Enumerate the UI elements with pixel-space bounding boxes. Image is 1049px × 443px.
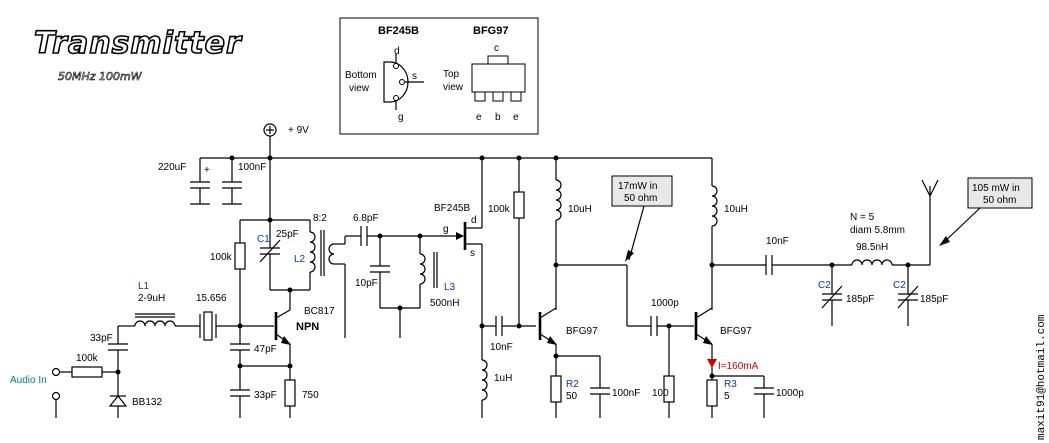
label-10uh-b: 10uH bbox=[724, 204, 748, 215]
capacitor-220uf: 220uF + bbox=[158, 158, 210, 205]
label-10uh-a: 10uH bbox=[568, 204, 592, 215]
label-bb132: BB132 bbox=[132, 397, 162, 408]
pinout-bfg97-c: c bbox=[494, 43, 499, 54]
label-transformer-ratio: 8:2 bbox=[313, 213, 327, 224]
varicap-bb132: BB132 bbox=[108, 395, 162, 418]
label-l3: L3 bbox=[444, 282, 456, 293]
label-c1: C1 bbox=[257, 234, 270, 245]
pinout-bfg97-e2: e bbox=[513, 112, 519, 123]
label-bc817: BC817 bbox=[304, 306, 335, 317]
label-100k-mid: 100k bbox=[488, 204, 511, 215]
pinout-top-view-1: Top bbox=[443, 69, 460, 80]
label-c2a: C2 bbox=[818, 280, 831, 291]
subtitle: 50MHz 100mW bbox=[58, 70, 143, 83]
pinout-bfg97-name: BFG97 bbox=[473, 25, 508, 37]
label-r3: R3 bbox=[724, 379, 737, 390]
label-fet-s: s bbox=[470, 248, 475, 259]
capacitor-100nf-supply: 100nF bbox=[222, 158, 266, 205]
supply-terminal: + 9V bbox=[263, 123, 309, 158]
label-47pf: 47pF bbox=[254, 344, 277, 355]
label-100nf-supply: 100nF bbox=[238, 162, 266, 173]
label-crystal: 15.656 bbox=[196, 293, 227, 304]
label-l1-value: 2-9uH bbox=[138, 293, 165, 304]
transistor-bc817: BC817 NPN bbox=[274, 306, 335, 345]
label-1000p-a: 1000p bbox=[651, 298, 679, 309]
callout-out-line2: 50 ohm bbox=[983, 195, 1016, 206]
label-coil-diam: diam 5.8mm bbox=[850, 225, 905, 236]
pinout-bottom-view-1: Bottom bbox=[345, 70, 377, 81]
pinout-bf245b-s: s bbox=[412, 71, 417, 82]
pinout-bf245b-name: BF245B bbox=[378, 25, 419, 37]
fet-bf245b: BF245B g d s bbox=[434, 158, 483, 360]
label-10nf-coupling: 10nF bbox=[490, 342, 513, 353]
label-33pf-a: 33pF bbox=[90, 333, 113, 344]
callout-out-line1: 105 mW in bbox=[972, 183, 1020, 194]
label-100nf-r2: 100nF bbox=[612, 388, 640, 399]
label-q2: BFG97 bbox=[720, 326, 752, 337]
pinout-bf245b-g: g bbox=[398, 112, 404, 123]
label-l1: L1 bbox=[138, 281, 150, 292]
label-c1-value: 25pF bbox=[276, 229, 299, 240]
label-r2: R2 bbox=[566, 379, 579, 390]
label-1uh: 1uH bbox=[494, 373, 512, 384]
label-coil-n: N = 5 bbox=[850, 212, 875, 223]
label-10pf: 10pF bbox=[355, 278, 378, 289]
pinout-bottom-view-2: view bbox=[349, 83, 370, 94]
pinout-bfg97-b: b bbox=[495, 112, 501, 123]
label-220uf-plus: + bbox=[204, 165, 210, 176]
callout-out: 105 mW in 50 ohm bbox=[939, 177, 1033, 246]
pinout-top-view-2: view bbox=[443, 82, 464, 93]
label-l3-value: 500nH bbox=[430, 298, 459, 309]
label-1000p-b: 1000p bbox=[776, 388, 804, 399]
label-98nh: 98.5nH bbox=[856, 242, 888, 253]
label-6p8pf: 6.8pF bbox=[353, 213, 379, 224]
label-220uf: 220uF bbox=[158, 162, 186, 173]
callout-mid-line1: 17mW in bbox=[618, 181, 657, 192]
title: Transmitter bbox=[34, 26, 243, 61]
label-bf245b: BF245B bbox=[434, 203, 470, 214]
label-fet-d: d bbox=[471, 215, 477, 226]
pinout-bfg97-e1: e bbox=[476, 112, 482, 123]
pinout-bf245b-d: d bbox=[394, 46, 400, 57]
supply-label: + 9V bbox=[288, 125, 309, 136]
label-100k-bias: 100k bbox=[210, 252, 233, 263]
label-10nf-out: 10nF bbox=[766, 236, 789, 247]
pinout-box: BF245B BFG97 Bottom view d s g Top view … bbox=[339, 17, 539, 135]
label-c2b: C2 bbox=[893, 280, 906, 291]
label-100k-audio: 100k bbox=[76, 353, 99, 364]
label-l2: L2 bbox=[294, 254, 306, 265]
label-q1: BFG97 bbox=[566, 326, 598, 337]
label-r3-value: 5 bbox=[724, 391, 730, 402]
label-fet-g: g bbox=[443, 224, 449, 235]
label-r2-value: 50 bbox=[566, 391, 578, 402]
transistor-q1: BFG97 bbox=[538, 307, 598, 345]
antenna bbox=[921, 179, 939, 265]
label-c2a-value: 185pF bbox=[846, 294, 874, 305]
label-npn: NPN bbox=[296, 321, 319, 333]
label-33pf-b: 33pF bbox=[254, 390, 277, 401]
email: maxit91@hotmail.com bbox=[1036, 314, 1048, 440]
label-c2b-value: 185pF bbox=[920, 294, 948, 305]
label-750: 750 bbox=[302, 390, 319, 401]
label-audio-in: Audio In bbox=[10, 375, 47, 386]
transistor-q2: BFG97 bbox=[694, 307, 752, 345]
callout-mid-line2: 50 ohm bbox=[624, 193, 657, 204]
label-100-base: 100 bbox=[652, 388, 669, 399]
callout-mid: 17mW in 50 ohm bbox=[611, 175, 673, 262]
label-current: I=160mA bbox=[718, 361, 759, 372]
